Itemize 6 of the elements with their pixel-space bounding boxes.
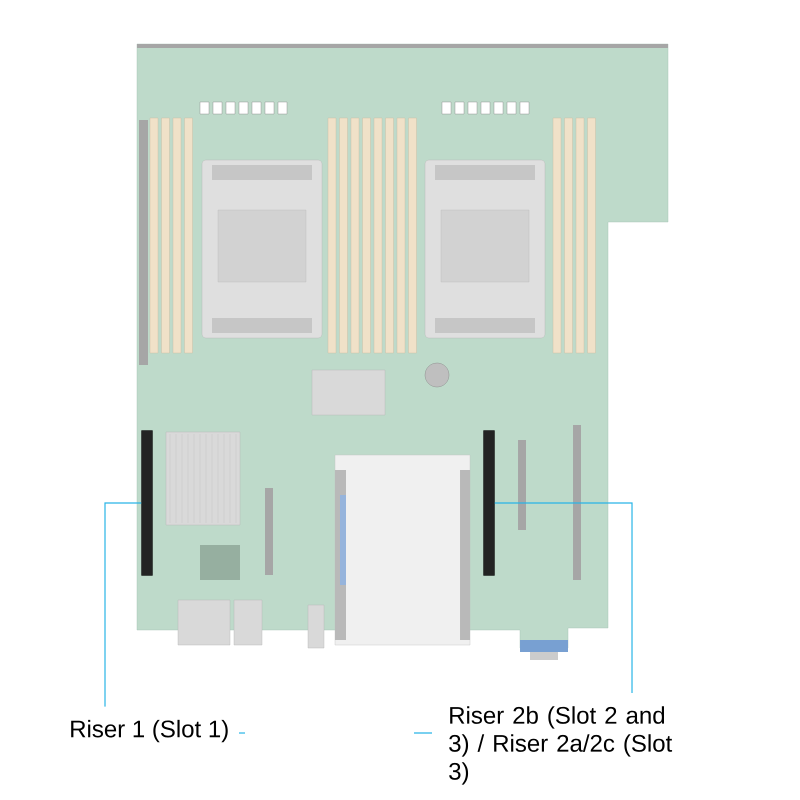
riser-slot (483, 430, 495, 576)
leader-line (494, 502, 633, 693)
callout-label: Riser 2b (Slot 2 and 3) / Riser 2a/2c (Slot 3) (449, 706, 672, 785)
leader-line (104, 502, 142, 707)
riser-slot (141, 430, 153, 576)
callout-label: Riser 1 (Slot 1) (71, 720, 228, 742)
